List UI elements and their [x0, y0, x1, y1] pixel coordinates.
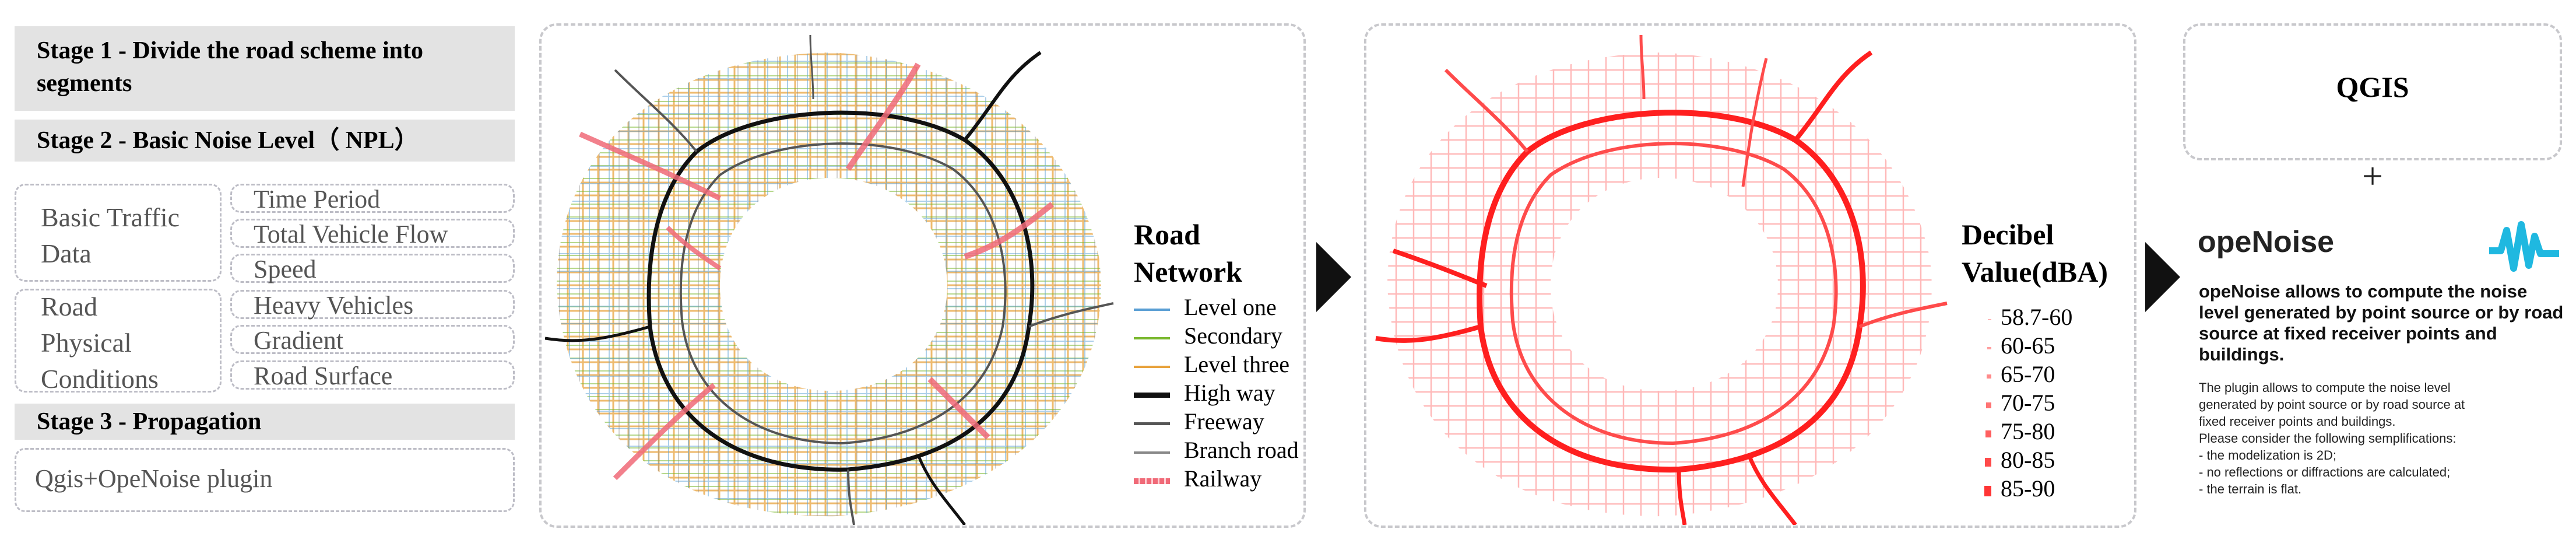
openoise-note-line: - the terrain is flat.: [2199, 482, 2302, 496]
stage-1-header: Stage 1 - Divide the road scheme into se…: [15, 26, 515, 111]
openoise-note-line: fixed receiver points and buildings.: [2199, 414, 2396, 429]
legend-label: Freeway: [1184, 408, 1264, 435]
road-network-map: [545, 35, 1114, 525]
basic-traffic-label: Basic Traffic Data: [41, 202, 180, 268]
legend-swatch: [1986, 402, 1991, 408]
qgis-label: QGIS: [2336, 71, 2409, 103]
legend-swatch: [1988, 318, 1991, 320]
legend-label: 70-75: [2001, 390, 2055, 416]
db-legend-item: 65-70: [1964, 360, 2055, 388]
legend-label: High way: [1184, 380, 1275, 406]
legend-label: 80-85: [2001, 447, 2055, 473]
openoise-note-line: - no reflections or diffractions are cal…: [2199, 465, 2451, 479]
openoise-description: opeNoise allows to compute the noise lev…: [2199, 281, 2564, 365]
legend-swatch: [1134, 393, 1170, 398]
traffic-item-box-1: [230, 219, 515, 248]
db-legend-item: 85-90: [1964, 475, 2055, 502]
heavy-vehicles-item: Heavy Vehicles: [254, 291, 414, 320]
legend-label: 58.7-60: [2001, 304, 2073, 330]
road-surface-item: Road Surface: [254, 362, 393, 390]
legend-swatch: [1134, 451, 1170, 454]
openoise-note-line: The plugin allows to compute the noise l…: [2199, 380, 2451, 395]
legend-label: 60-65: [2001, 332, 2055, 359]
db-legend-item: 75-80: [1964, 418, 2055, 445]
road-legend-item: Level three: [1134, 351, 1289, 378]
road-legend-item: Branch road: [1134, 436, 1299, 464]
legend-label: Level three: [1184, 351, 1289, 377]
openoise-title: opeNoise: [2198, 225, 2335, 259]
physical-item-box-1: [230, 325, 515, 354]
legend-label: 75-80: [2001, 418, 2055, 444]
noise-map: [1375, 35, 1948, 525]
qgis-box: [2183, 23, 2562, 160]
db-legend-item: 60-65: [1964, 332, 2055, 359]
stage-2-header: Stage 2 - Basic Noise Level（ NPL）: [15, 120, 515, 162]
road-physical-label: Road Physical Conditions: [41, 292, 159, 394]
plugin-box: [15, 448, 515, 512]
openoise-logo-icon: [2489, 221, 2559, 272]
openoise-note-line: generated by point source or by road sou…: [2199, 397, 2465, 412]
legend-swatch: [1985, 458, 1991, 467]
traffic-item-box-2: [230, 254, 515, 283]
arrow-right-icon: [2145, 242, 2180, 312]
legend-swatch: [1134, 337, 1170, 339]
road-legend-item: High way: [1134, 379, 1275, 407]
arrow-right-icon: [1316, 242, 1351, 312]
road-legend-title: Road Network: [1134, 218, 1243, 288]
legend-swatch: [1134, 478, 1170, 484]
legend-swatch: [1987, 374, 1991, 379]
time-period-item: Time Period: [254, 185, 381, 213]
plus-sign: +: [2361, 155, 2384, 197]
legend-swatch: [1134, 365, 1170, 368]
physical-item-box-2: [230, 360, 515, 390]
db-legend-item: 80-85: [1964, 446, 2055, 474]
legend-swatch: [1134, 422, 1170, 426]
road-legend-item: Freeway: [1134, 408, 1264, 435]
speed-item: Speed: [254, 255, 317, 283]
road-physical-group: [15, 289, 222, 393]
db-legend-item: 58.7-60: [1964, 303, 2072, 331]
openoise-note-line: Please consider the following semplifica…: [2199, 431, 2456, 446]
road-legend-item: Railway: [1134, 465, 1261, 492]
db-legend-title: Decibel Value(dBA): [1962, 218, 2108, 288]
stage-3-header: Stage 3 - Propagation: [15, 404, 515, 440]
road-legend-item: Secondary: [1134, 322, 1282, 349]
legend-swatch: [1134, 308, 1170, 311]
legend-swatch: [1985, 430, 1991, 437]
legend-label: 85-90: [2001, 475, 2055, 502]
traffic-item-box-0: [230, 184, 515, 213]
physical-item-box-0: [230, 290, 515, 319]
legend-label: Railway: [1184, 465, 1262, 492]
db-legend-item: 70-75: [1964, 389, 2055, 416]
road-legend-item: Level one: [1134, 293, 1277, 321]
gradient-item: Gradient: [254, 326, 343, 355]
legend-label: 65-70: [2001, 361, 2055, 387]
plugin-label: Qgis+OpeNoise plugin: [35, 464, 273, 493]
legend-swatch: [1984, 486, 1991, 496]
legend-label: Secondary: [1184, 323, 1282, 349]
total-vehicle-flow-item: Total Vehicle Flow: [254, 220, 448, 248]
legend-swatch: [1987, 346, 1991, 350]
legend-label: Level one: [1184, 294, 1277, 320]
basic-traffic-group: [15, 184, 222, 282]
openoise-note-line: - the modelization is 2D;: [2199, 448, 2336, 463]
legend-label: Branch road: [1184, 437, 1299, 463]
